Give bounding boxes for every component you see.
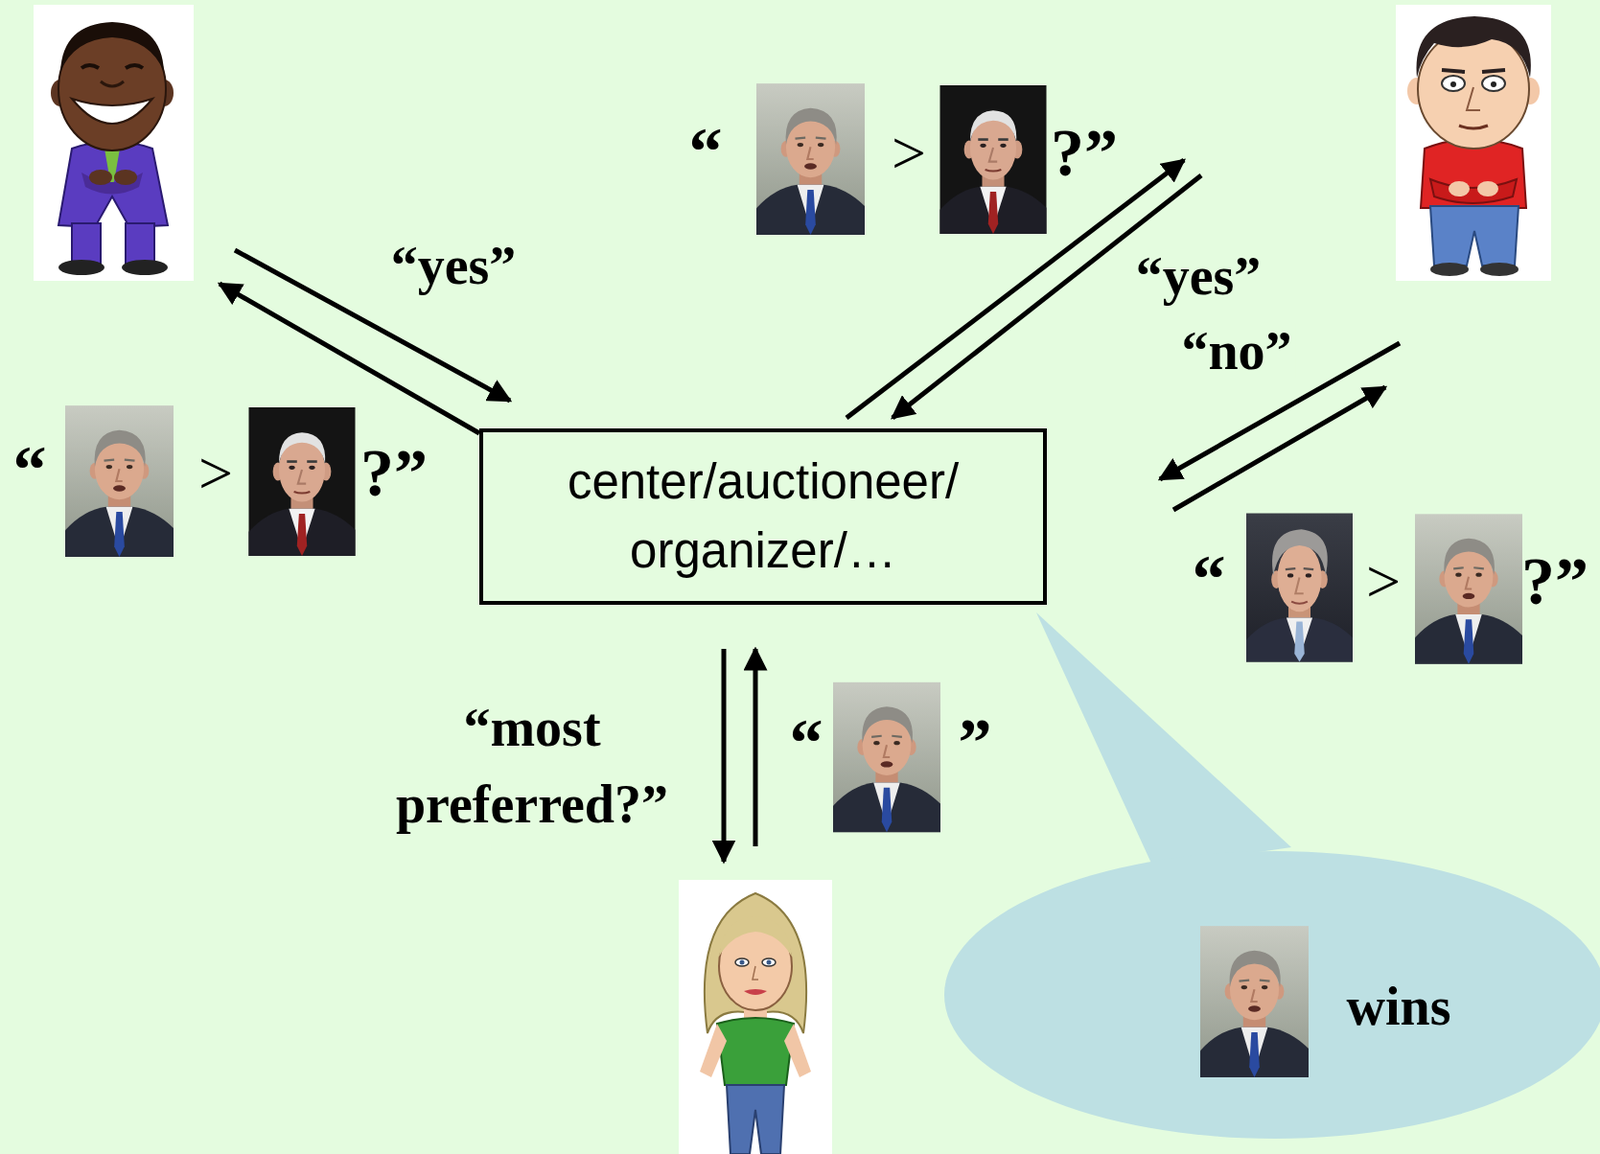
comparison-sign: >	[891, 122, 927, 185]
quote-mark: “	[1192, 545, 1227, 613]
question-mark: ?”	[1050, 119, 1118, 187]
candidate-photo	[1414, 513, 1523, 664]
candidate-photo	[1246, 513, 1353, 663]
question-label: “most preferred?”	[359, 690, 705, 843]
candidate-photo	[756, 83, 865, 235]
quote-mark: “	[789, 709, 824, 777]
quote-mark: “	[13, 436, 47, 504]
answer-label: “yes”	[1132, 249, 1266, 303]
candidate-photo	[65, 405, 174, 557]
query-arrow	[721, 649, 727, 862]
question-mark: ?”	[360, 440, 428, 508]
voter-cartoon	[33, 4, 194, 281]
candidate-photo	[833, 682, 941, 833]
candidate-photo	[939, 85, 1046, 234]
quote-mark: “	[689, 117, 723, 186]
voter-cartoon	[1395, 4, 1552, 281]
speech-bubble	[944, 851, 1600, 1139]
answer-label: “yes”	[387, 238, 521, 293]
voter-cartoon	[678, 880, 833, 1154]
quote-mark: ”	[958, 709, 993, 777]
candidate-photo	[1200, 926, 1309, 1078]
comparison-sign: >	[1366, 551, 1401, 613]
comparison-sign: >	[198, 442, 233, 505]
answer-label: “no”	[1177, 324, 1296, 378]
result-label: wins	[1346, 979, 1452, 1034]
center-box: center/auctioneer/ organizer/…	[479, 428, 1047, 605]
candidate-photo	[248, 407, 355, 557]
question-mark: ?”	[1521, 548, 1589, 616]
query-arrow	[1173, 387, 1386, 511]
answer-arrow	[753, 649, 759, 847]
box-label: center/auctioneer/ organizer/…	[483, 447, 1044, 587]
